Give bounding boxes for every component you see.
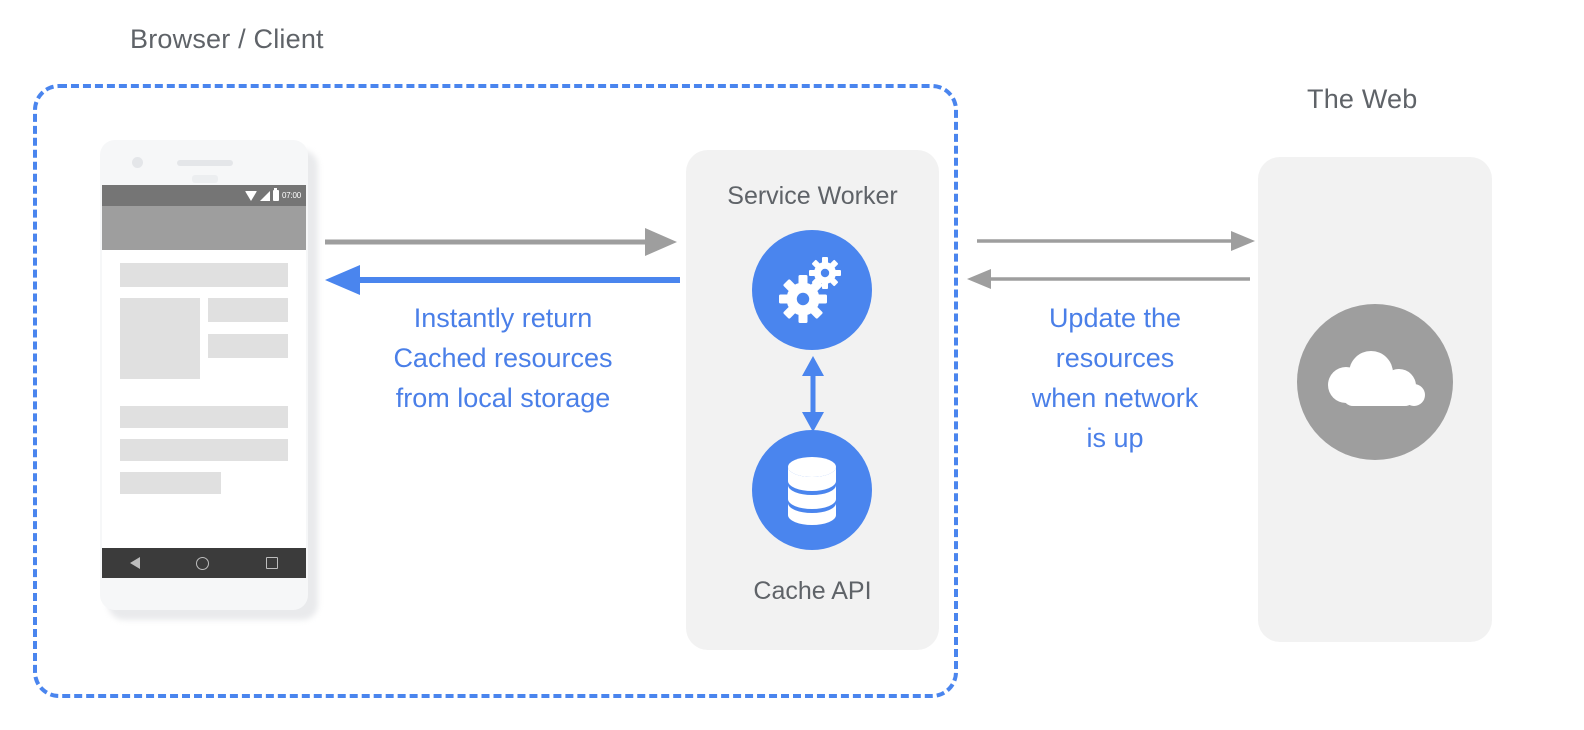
- gears-icon: [779, 257, 841, 323]
- arrow-client-to-sw: [325, 228, 677, 256]
- recents-icon[interactable]: [265, 557, 278, 569]
- wireframe-block-side-2: [208, 334, 288, 358]
- cache-icon-circle: [752, 430, 872, 550]
- annotation-left: Instantly return Cached resources from l…: [393, 303, 613, 413]
- wireframe-row: [120, 298, 288, 379]
- battery-icon: [272, 188, 279, 201]
- signal-icon: [259, 190, 270, 201]
- database-icon: [788, 457, 836, 525]
- wireframe-content: [102, 250, 306, 565]
- service-worker-icon-circle: [752, 230, 872, 350]
- arrow-sw-cache-bidirectional: [802, 356, 824, 432]
- phone-body: 07:00: [100, 140, 308, 610]
- web-panel: [1258, 157, 1492, 642]
- wireframe-block-image: [120, 298, 200, 379]
- wireframe-block-line-2: [120, 439, 288, 461]
- wireframe-side-column: [208, 298, 288, 379]
- service-worker-panel: Service Worker: [686, 150, 939, 650]
- status-time: 07:00: [281, 190, 301, 200]
- android-nav-bar: [102, 548, 306, 578]
- arrow-sw-to-client: [325, 265, 680, 295]
- wireframe-block-title: [120, 263, 288, 287]
- cache-api-label: Cache API: [753, 577, 872, 605]
- wireframe-block-line-1: [120, 406, 288, 428]
- app-toolbar: [102, 206, 306, 250]
- wireframe-block-side-1: [208, 298, 288, 322]
- status-bar: 07:00: [102, 185, 306, 206]
- phone-screen: 07:00: [102, 185, 306, 565]
- arrow-sw-to-web: [977, 231, 1255, 251]
- wireframe-block-line-3: [120, 472, 221, 494]
- home-icon[interactable]: [196, 556, 210, 570]
- service-worker-label: Service Worker: [727, 182, 898, 210]
- annotation-right: Update the resources when network is up: [1031, 303, 1199, 453]
- cloud-icon: [1328, 351, 1425, 406]
- back-icon[interactable]: [130, 557, 141, 569]
- the-web-title: The Web: [1307, 84, 1418, 114]
- web-icon-circle: [1297, 304, 1453, 460]
- front-camera-icon: [132, 157, 143, 168]
- speaker-grille-icon: [177, 160, 233, 166]
- phone-mockup: 07:00: [100, 140, 318, 620]
- wifi-icon: [244, 190, 257, 201]
- arrow-web-to-sw: [967, 269, 1250, 289]
- browser-client-title: Browser / Client: [130, 24, 324, 54]
- arrows-client-serviceworker: [325, 228, 680, 295]
- arrows-serviceworker-web: [967, 231, 1255, 289]
- sensor-icon: [192, 175, 218, 183]
- browser-client-boundary: [33, 84, 958, 698]
